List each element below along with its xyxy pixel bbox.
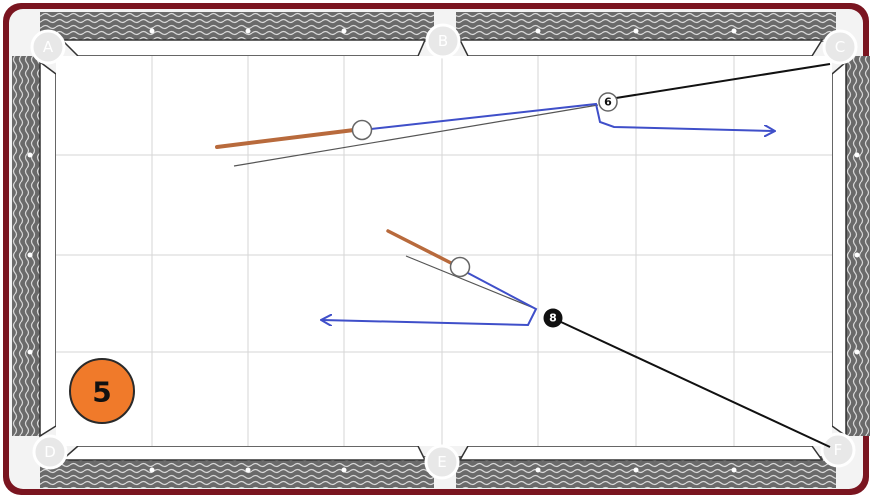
pocket-b: B [427, 25, 459, 57]
pocket-b-label: B [438, 32, 448, 50]
pocket-f: F [822, 434, 854, 466]
diagram-number-badge: 5 [70, 359, 134, 423]
diagram-number: 5 [92, 376, 111, 409]
pocket-a: A [32, 31, 64, 63]
cue-ball-top [353, 121, 372, 140]
object-ball-top: 6 [599, 93, 617, 111]
pocket-d: D [34, 436, 66, 468]
pocket-f-label: F [834, 441, 843, 459]
cue-ball-bottom [451, 258, 470, 277]
object-ball-bottom: 8 [544, 309, 563, 328]
pocket-c: C [824, 31, 856, 63]
pocket-e: E [426, 446, 458, 478]
pocket-c-label: C [835, 38, 845, 56]
table-felt [56, 56, 832, 446]
pocket-d-label: D [44, 443, 56, 461]
pocket-e-label: E [437, 453, 446, 471]
object-ball-top-number: 6 [604, 96, 612, 109]
pocket-a-label: A [43, 38, 54, 56]
object-ball-bottom-number: 8 [549, 312, 557, 325]
